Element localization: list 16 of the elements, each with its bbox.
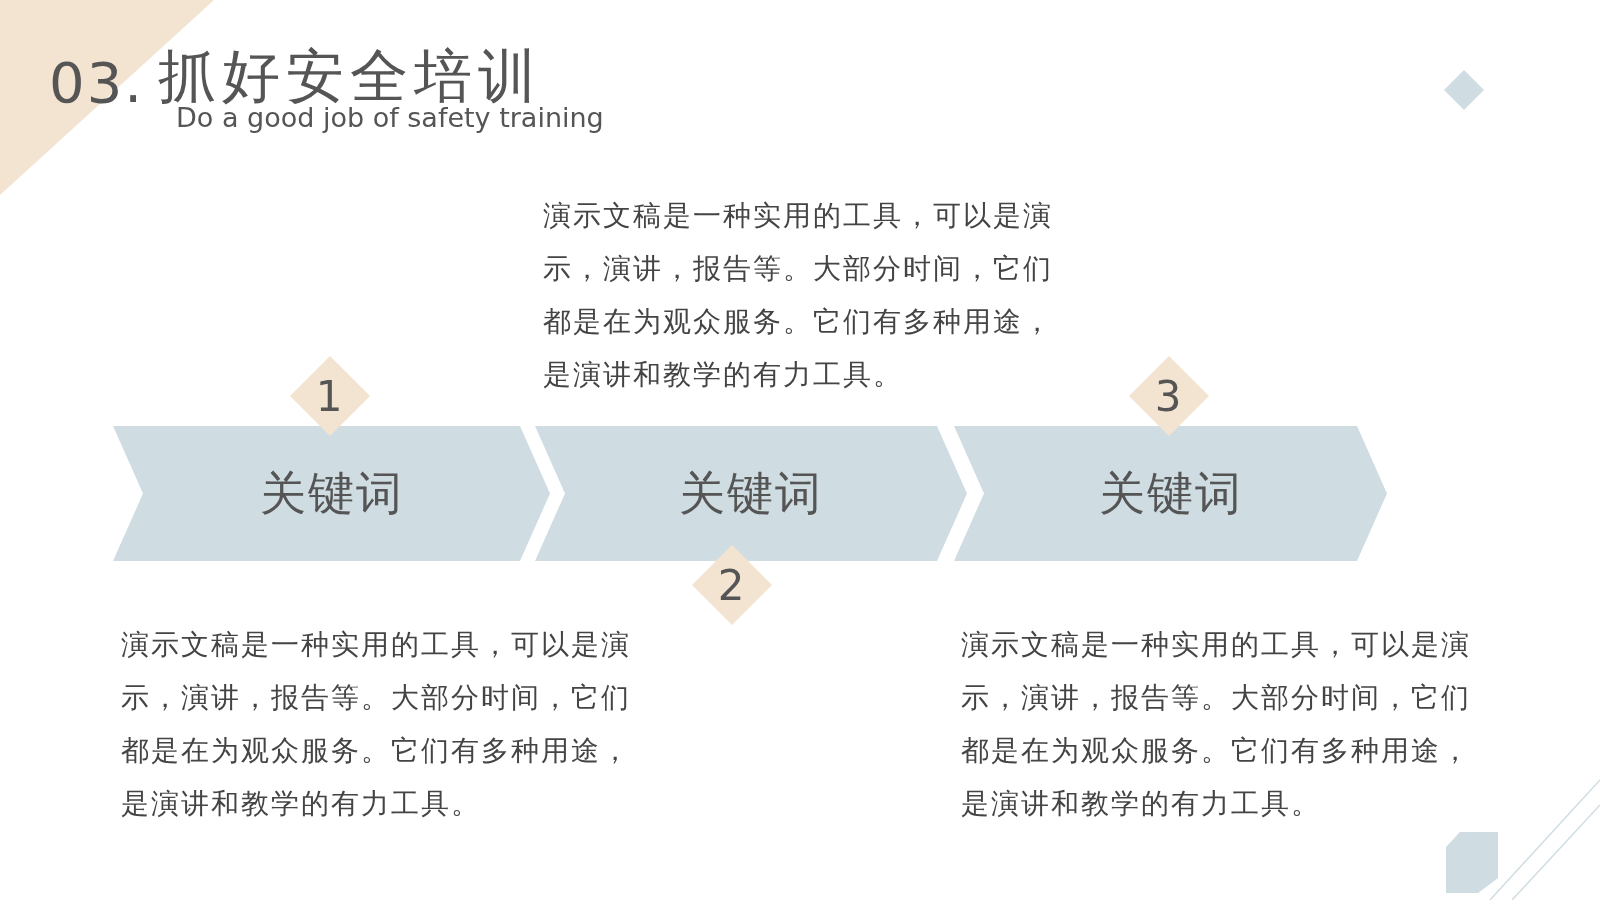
step-number: 2 xyxy=(717,560,747,610)
section-number: 03. xyxy=(49,50,145,115)
step-number: 3 xyxy=(1154,371,1184,421)
keyword-banner xyxy=(535,426,967,561)
keyword-text: 关键词 xyxy=(679,464,823,522)
paragraph: 演示文稿是一种实用的工具，可以是演示，演讲，报告等。大部分时间，它们都是在为观众服务。它们有多种用途，是演讲和教学的有力工具。 xyxy=(961,627,1472,822)
number-diamond xyxy=(290,356,370,436)
step-number: 1 xyxy=(315,371,345,421)
paragraph: 演示文稿是一种实用的工具，可以是演示，演讲，报告等。大部分时间，它们都是在为观众服务。它们有多种用途，是演讲和教学的有力工具。 xyxy=(543,198,1054,393)
number-diamond xyxy=(692,545,772,625)
keyword-banner xyxy=(954,426,1387,561)
keyword-text: 关键词 xyxy=(259,464,404,522)
paragraph: 演示文稿是一种实用的工具，可以是演示，演讲，报告等。大部分时间，它们都是在为观众服务。它们有多种用途，是演讲和教学的有力工具。 xyxy=(121,627,632,822)
keyword-banner xyxy=(113,426,550,561)
number-diamond xyxy=(1129,356,1209,436)
keyword-text: 关键词 xyxy=(1098,464,1243,522)
